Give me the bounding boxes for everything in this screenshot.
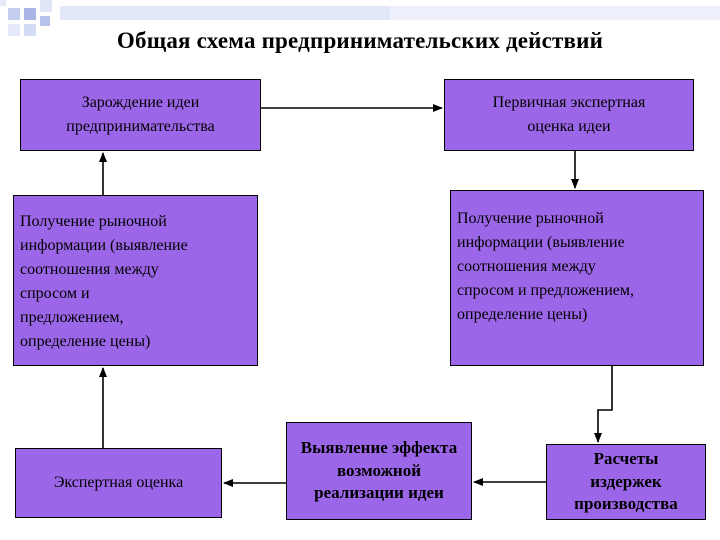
box-cost-calculation-text: Расчеты издержек производства (574, 448, 678, 514)
page-title: Общая схема предпринимательских действий (116, 28, 604, 53)
box-idea-origin-text: Зарождение идеи предпринимательства (66, 94, 215, 135)
box-expert-evaluation: Экспертная оценка (15, 448, 222, 518)
box-effect-identification: Выявление эффекта возможной реализации и… (286, 422, 472, 520)
box-idea-origin: Зарождение идеи предпринимательства (20, 79, 261, 151)
arrow-market-right-to-costs (594, 366, 613, 443)
box-market-info-left: Получение рыночной информации (выявление… (13, 195, 258, 366)
box-expert-initial-text: Первичная экспертная оценка идеи (492, 94, 646, 135)
box-market-info-left-text: Получение рыночной информации (выявление… (20, 213, 188, 350)
box-cost-calculation: Расчеты издержек производства (546, 444, 706, 520)
box-effect-identification-text: Выявление эффекта возможной реализации и… (300, 437, 458, 503)
box-market-info-right-text: Получение рыночной информации (выявление… (457, 210, 635, 323)
box-expert-evaluation-text: Экспертная оценка (53, 474, 184, 491)
box-expert-initial: Первичная экспертная оценка идеи (444, 79, 694, 151)
box-market-info-right: Получение рыночной информации (выявление… (450, 190, 704, 366)
